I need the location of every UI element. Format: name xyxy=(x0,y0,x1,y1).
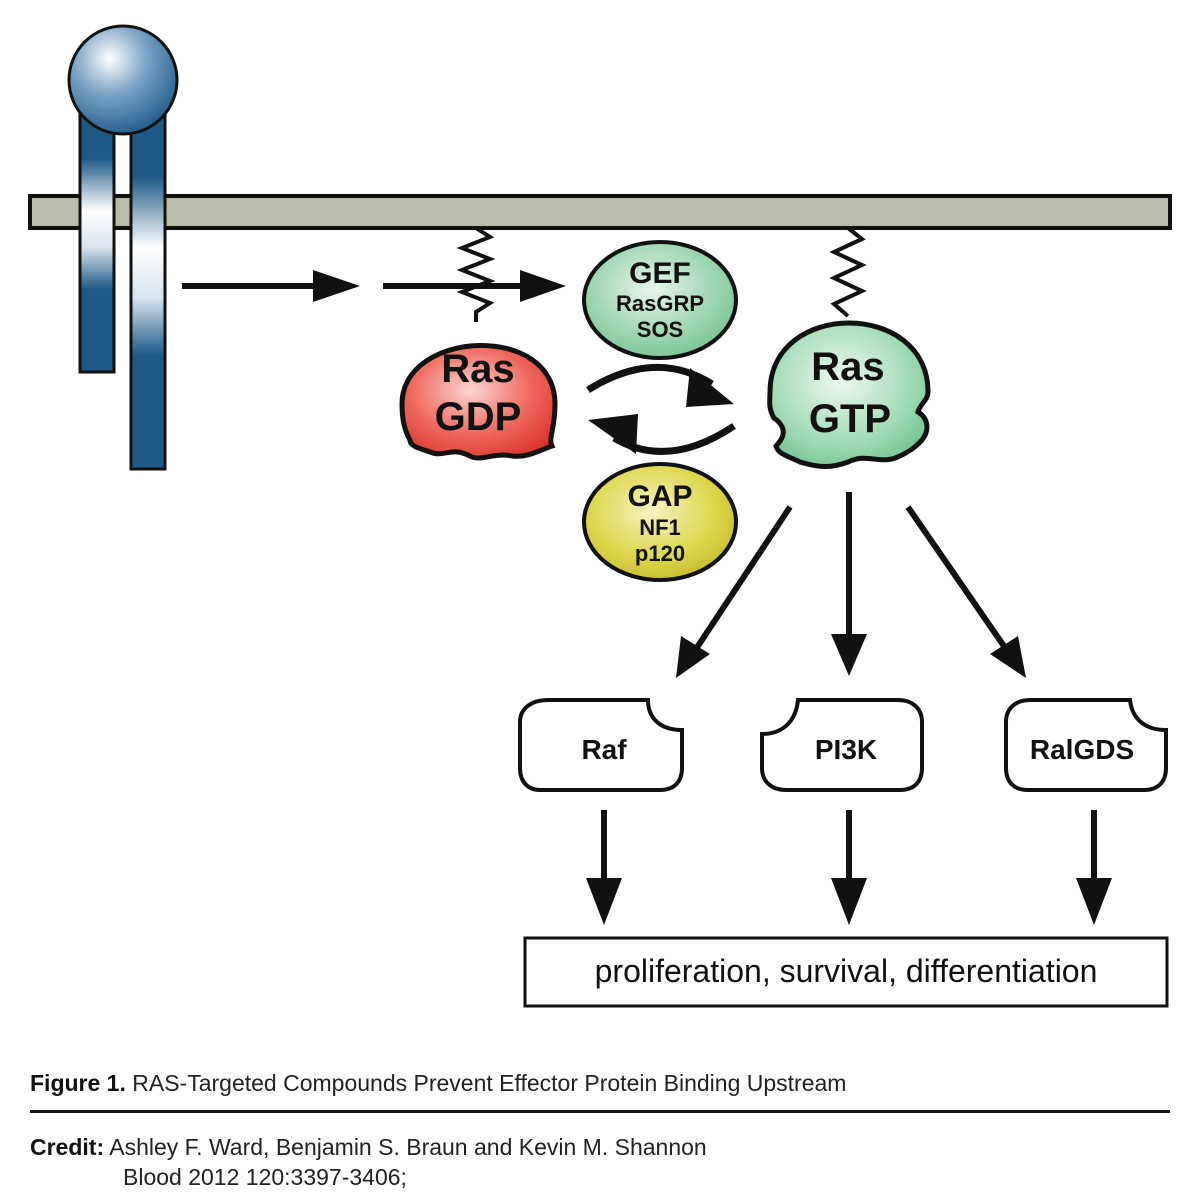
lipid-anchor-icon xyxy=(829,226,867,318)
figure-label: Figure 1. xyxy=(30,1070,126,1096)
gap-title: GAP xyxy=(627,480,692,513)
credit-block: Credit: Ashley F. Ward, Benjamin S. Brau… xyxy=(30,1132,707,1192)
raf-label: Raf xyxy=(581,734,627,765)
ralgds-label: RalGDS xyxy=(1030,734,1134,765)
raf-node: Raf xyxy=(518,698,684,792)
arrow-to-ralgds xyxy=(905,505,1026,678)
gef-title: GEF xyxy=(629,257,691,290)
arrow-to-pi3k xyxy=(831,492,867,676)
lipid-anchor-icon xyxy=(456,226,496,322)
gef-line-2: RasGRP xyxy=(616,291,704,316)
credit-line-1: Ashley F. Ward, Benjamin S. Braun and Ke… xyxy=(109,1134,707,1160)
gap-line-2: NF1 xyxy=(639,515,681,540)
ras-gtp-label-1: Ras xyxy=(811,345,884,389)
activation-arrow xyxy=(586,364,734,407)
gef-node: GEF RasGRP SOS xyxy=(582,240,738,360)
ras-gdp-label-2: GDP xyxy=(435,395,522,439)
ras-gdp-node: Ras GDP xyxy=(399,343,558,461)
arrow-to-raf xyxy=(676,505,793,678)
receptor-signal-arrow-2 xyxy=(383,270,566,302)
outcome-label: proliferation, survival, differentiation xyxy=(595,953,1098,989)
figure-text: RAS-Targeted Compounds Prevent Effector … xyxy=(132,1070,847,1096)
pi3k-node: PI3K xyxy=(760,698,924,792)
arrow-ralgds-to-outcome xyxy=(1076,810,1112,925)
plasma-membrane xyxy=(28,194,1172,230)
arrow-raf-to-outcome xyxy=(586,810,622,925)
gap-line-3: p120 xyxy=(635,541,685,566)
gef-line-3: SOS xyxy=(637,317,683,342)
receptor-icon xyxy=(67,24,179,471)
ralgds-node: RalGDS xyxy=(1004,698,1168,792)
gap-node: GAP NF1 p120 xyxy=(582,462,738,582)
ras-signaling-diagram: Ras GDP Ras GTP GEF RasGRP SOS GAP NF1 p… xyxy=(28,24,1172,1008)
figure-caption: Figure 1. RAS-Targeted Compounds Prevent… xyxy=(30,1070,846,1097)
ras-gtp-node: Ras GTP xyxy=(767,320,931,469)
ras-gdp-label-1: Ras xyxy=(441,347,514,391)
pi3k-label: PI3K xyxy=(815,734,877,765)
caption-divider xyxy=(30,1110,1170,1113)
arrow-pi3k-to-outcome xyxy=(831,810,867,925)
credit-line-2: Blood 2012 120:3397-3406; xyxy=(123,1164,407,1190)
receptor-signal-arrow-1 xyxy=(182,270,360,302)
ras-gtp-label-2: GTP xyxy=(809,397,891,441)
outcome-box: proliferation, survival, differentiation xyxy=(523,936,1169,1008)
credit-label: Credit: xyxy=(30,1134,105,1160)
inactivation-arrow xyxy=(588,414,736,455)
